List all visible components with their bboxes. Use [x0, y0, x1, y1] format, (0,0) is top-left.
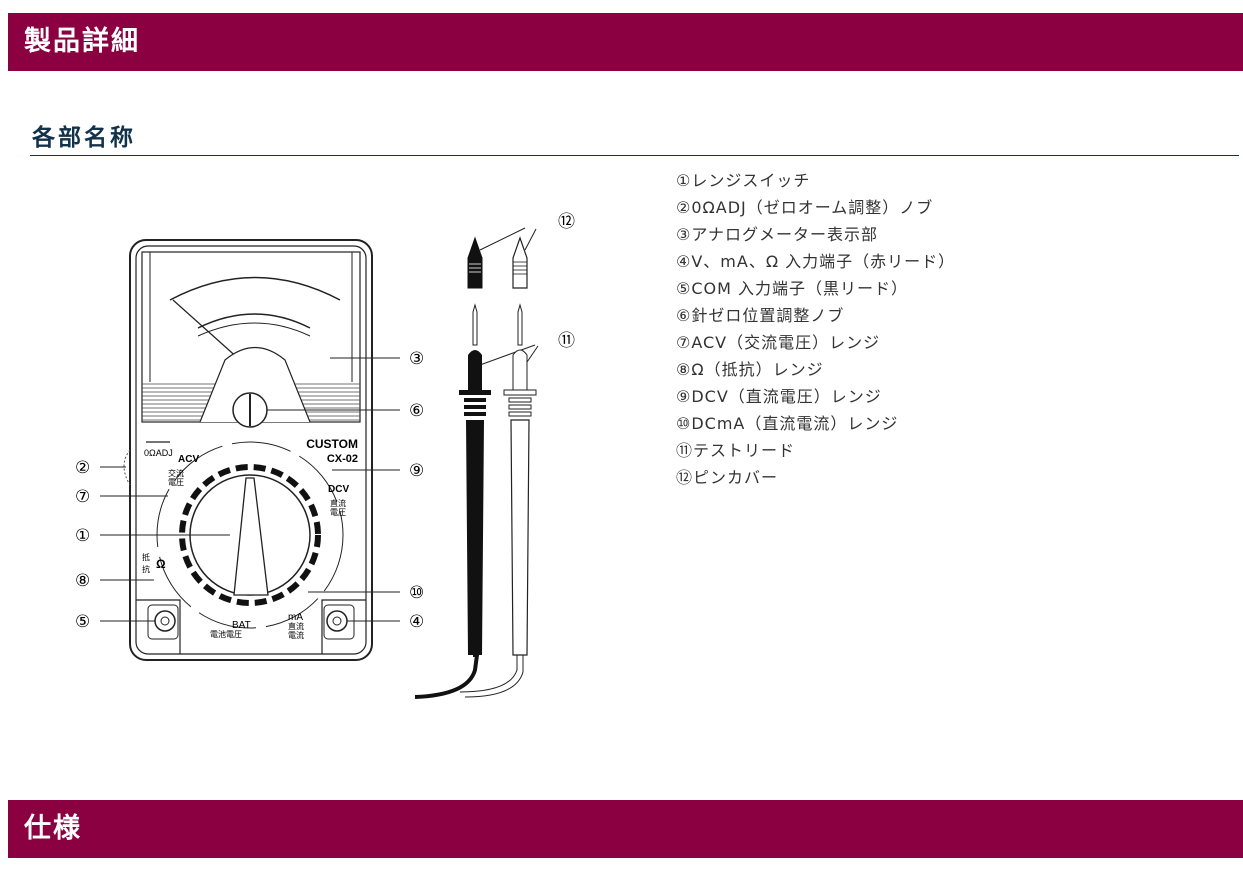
range-switch-dashes: [179, 464, 321, 606]
list-item: ⑩DCmA（直流電流）レンジ: [676, 414, 899, 433]
pin-cover-black-ribs: [469, 263, 481, 273]
callout-4: ④: [409, 612, 424, 631]
white-probe-tip: [517, 303, 523, 346]
black-probe-ring-3: [464, 412, 486, 416]
callout-10: ⑩: [409, 583, 424, 602]
callout-6: ⑥: [409, 401, 424, 420]
brand-label: CUSTOM: [306, 437, 358, 451]
dcv-jp-2: 電圧: [330, 508, 346, 517]
list-item: ⑫ピンカバー: [676, 468, 779, 487]
ma-jp-1: 直流: [288, 621, 304, 631]
jack-recess: [136, 599, 366, 654]
white-probe-ring-1: [508, 397, 532, 403]
v-ma-ohm-jack[interactable]: [326, 610, 348, 632]
specifications-banner: 仕様: [8, 800, 1243, 858]
heading-divider: [30, 155, 1239, 156]
meter-scale-outer: [169, 276, 341, 301]
white-probe-guard: [503, 389, 537, 396]
callout-5: ⑤: [75, 612, 90, 631]
part-names-heading: 各部名称: [32, 125, 136, 151]
list-item: ③アナログメーター表示部: [676, 225, 879, 244]
list-item: ⑦ACV（交流電圧）レンジ: [676, 333, 881, 352]
acv-jp-1: 交流: [168, 468, 184, 478]
black-probe-guard: [459, 390, 491, 395]
black-probe-handle[interactable]: [466, 420, 484, 655]
ma-label: mA: [288, 612, 303, 623]
multimeter-diagram: CUSTOM CX-02 0ΩADJ ACV 交流 電圧 DCV 直流 電圧 抵…: [75, 212, 575, 699]
acv-label: ACV: [178, 454, 199, 465]
list-item: ⑤COM 入力端子（黒リード）: [676, 279, 909, 298]
callout-2: ②: [75, 458, 90, 477]
list-item: ⑪テストリード: [676, 441, 796, 460]
meter-movement-cover: [199, 347, 311, 423]
list-item: ⑨DCV（直流電圧）レンジ: [676, 387, 882, 406]
range-switch-pointer: [233, 477, 269, 596]
bat-jp: 電池電圧: [210, 629, 242, 639]
product-details-title: 製品詳細: [24, 26, 140, 57]
v-ma-ohm-jack-hole: [332, 616, 342, 626]
meter-scale-inner: [197, 313, 311, 329]
list-item: ④V、mA、Ω 入力端子（赤リード）: [676, 252, 956, 271]
black-probe-ring-2: [464, 405, 486, 409]
ohm-label: Ω: [156, 557, 166, 571]
black-lead-wire: [414, 653, 480, 699]
callout-7: ⑦: [75, 487, 90, 506]
dcv-jp-1: 直流: [330, 498, 346, 508]
zero-ohm-knob[interactable]: [123, 449, 131, 486]
pin-cover-black: [467, 236, 483, 289]
callout-3: ③: [409, 349, 424, 368]
black-probe-ring-1: [464, 398, 486, 402]
white-probe-ring-3: [508, 411, 532, 417]
com-jack[interactable]: [154, 610, 176, 632]
model-label: CX-02: [327, 453, 358, 465]
ohm-jp-1: 抵: [142, 552, 150, 562]
black-probe-head: [468, 350, 482, 390]
com-jack-frame: [147, 604, 179, 640]
dcv-label: DCV: [328, 484, 349, 495]
ma-jp-2: 電流: [288, 630, 304, 640]
white-lead-wire-b: [464, 655, 524, 698]
white-lead-wire-a: [459, 655, 518, 693]
list-item: ②0ΩADJ（ゼロオーム調整）ノブ: [676, 198, 934, 217]
ohm-jp-2: 抗: [142, 564, 150, 574]
white-probe-head: [512, 349, 528, 391]
callout-lines: [100, 227, 539, 622]
white-probe-handle[interactable]: [510, 419, 530, 656]
bat-label: BAT: [232, 620, 251, 631]
com-jack-hole: [160, 616, 170, 626]
white-probe-ring-2: [508, 404, 532, 410]
meter-needle: [172, 299, 241, 361]
callout-1: ①: [75, 526, 90, 545]
list-item: ⑥針ゼロ位置調整ノブ: [676, 306, 845, 325]
pin-cover-white-ribs: [513, 261, 527, 275]
acv-jp-2: 電圧: [168, 478, 184, 487]
meter-body-inner: [135, 245, 367, 655]
v-ma-ohm-jack-frame: [323, 604, 355, 640]
callout-8: ⑧: [75, 571, 90, 590]
black-probe-tip: [472, 303, 478, 346]
adj-label: 0ΩADJ: [144, 448, 173, 458]
product-details-banner: 製品詳細: [8, 13, 1243, 71]
callout-9: ⑨: [409, 461, 424, 480]
part-names-list: ①レンジスイッチ ②0ΩADJ（ゼロオーム調整）ノブ ③アナログメーター表示部 …: [676, 167, 955, 491]
callout-12: ⑫: [558, 212, 575, 231]
callout-11: ⑪: [558, 331, 575, 350]
pin-cover-white: [512, 236, 528, 289]
specifications-title: 仕様: [24, 813, 82, 844]
meter-scale-inner2: [197, 322, 311, 337]
list-item: ①レンジスイッチ: [676, 171, 811, 190]
list-item: ⑧Ω（抵抗）レンジ: [676, 360, 824, 379]
